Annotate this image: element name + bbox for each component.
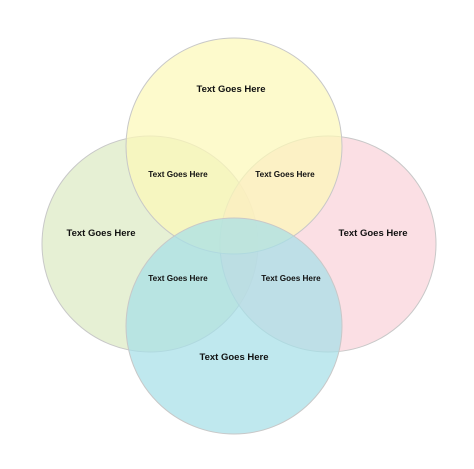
label-top-right: Text Goes Here <box>255 170 315 179</box>
label-bottom-left: Text Goes Here <box>148 274 208 283</box>
label-bottom-right: Text Goes Here <box>261 274 321 283</box>
label-top: Text Goes Here <box>197 84 266 95</box>
label-bottom: Text Goes Here <box>200 352 269 363</box>
circle-bottom <box>125 217 343 435</box>
label-right: Text Goes Here <box>339 228 408 239</box>
label-top-left: Text Goes Here <box>148 170 208 179</box>
label-left: Text Goes Here <box>67 228 136 239</box>
